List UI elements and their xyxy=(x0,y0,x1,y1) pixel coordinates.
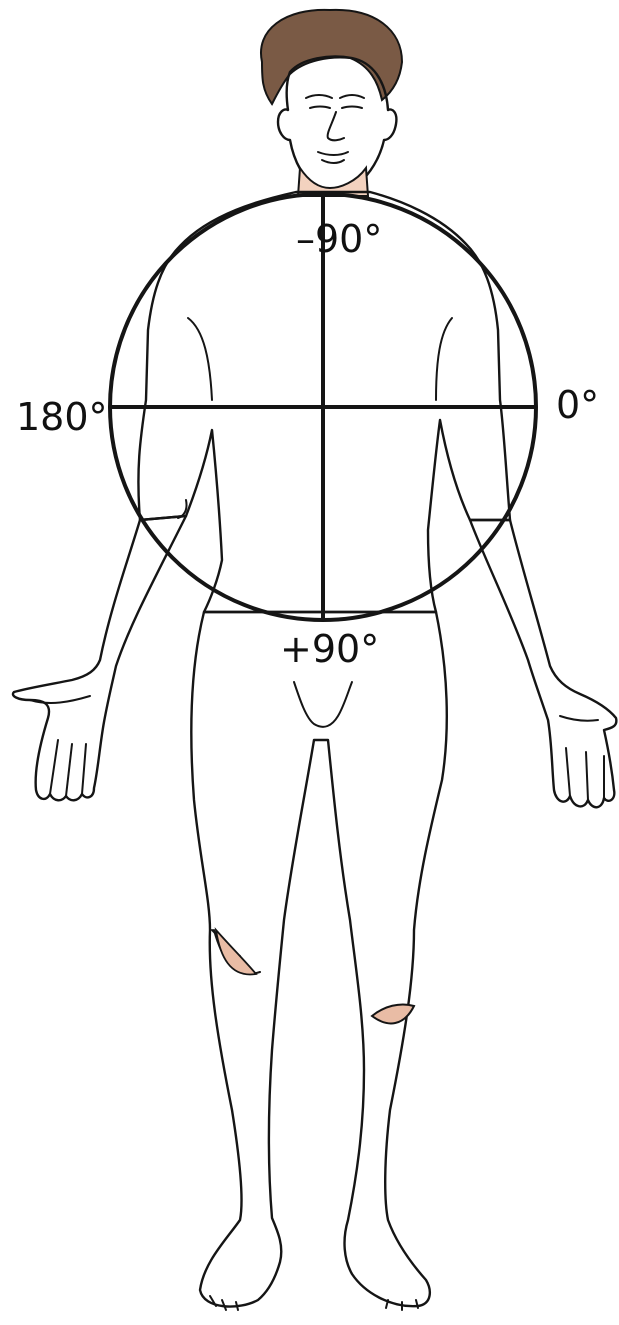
label-left: 180° xyxy=(16,395,108,439)
label-right: 0° xyxy=(556,383,599,427)
arm-left xyxy=(13,516,186,800)
head xyxy=(278,57,396,191)
groin xyxy=(294,682,352,727)
label-bottom: +90° xyxy=(280,627,379,671)
label-top: –90° xyxy=(296,217,382,261)
arm-right xyxy=(470,520,616,807)
